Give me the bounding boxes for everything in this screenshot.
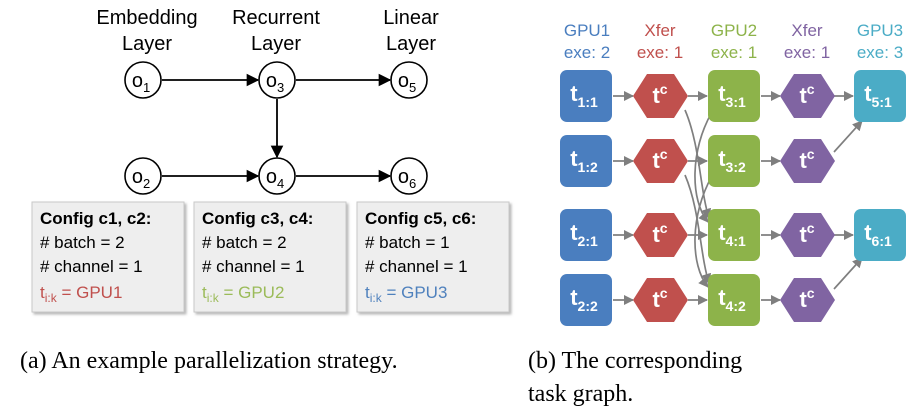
op-label-o4: o4: [266, 166, 284, 191]
config-assignment: ti:k = GPU1: [40, 283, 122, 305]
xfer-label-red-2: tc: [652, 146, 667, 173]
op-node-o2: [124, 157, 162, 195]
op-label-o1: o1: [132, 70, 150, 95]
task-label-t42: t4:2: [718, 285, 746, 314]
op-label-o5: o5: [398, 70, 416, 95]
xfer-node-red-1: [633, 74, 688, 118]
task-node-t61: [854, 209, 906, 261]
task-label-t12: t1:2: [570, 146, 598, 175]
header-linear-line1: Linear: [383, 7, 439, 29]
config-batch: # batch = 2: [202, 233, 287, 252]
config-title: Config c3, c4:: [202, 209, 313, 228]
task-node-t11: [560, 70, 612, 122]
config-assignment: ti:k = GPU2: [202, 283, 284, 305]
task-label-t51: t5:1: [864, 81, 892, 110]
xfer-label-purple-3: tc: [799, 220, 814, 247]
xfer-node-red-4: [633, 278, 688, 322]
xfer-label-red-1: tc: [652, 81, 667, 108]
config-box-c5-c6: Config c5, c6: # batch = 1 # channel = 1…: [356, 201, 510, 313]
xfer-node-purple-1: [780, 74, 835, 118]
header-embedding-line2: Layer: [122, 33, 172, 55]
task-node-t41: [708, 209, 760, 261]
task-node-t42: [708, 274, 760, 326]
col-header-xfer2-exe: exe: 1: [784, 43, 830, 62]
op-label-o3: o3: [266, 70, 284, 95]
task-label-t11: t1:1: [570, 81, 598, 110]
xfer-node-purple-2: [780, 139, 835, 183]
col-header-xfer2-name: Xfer: [791, 21, 823, 40]
config-title: Config c1, c2:: [40, 209, 151, 228]
task-graph: GPU1 exe: 2 Xfer exe: 1 GPU2 exe: 1 Xfer…: [560, 21, 906, 326]
col-header-xfer1-exe: exe: 1: [637, 43, 683, 62]
col-header-xfer1-name: Xfer: [644, 21, 676, 40]
edge-xfer12-t41: [684, 109, 712, 219]
header-embedding-line1: Embedding: [96, 7, 197, 29]
xfer-label-purple-4: tc: [799, 285, 814, 312]
xfer-node-purple-4: [780, 278, 835, 322]
caption-b-line2: task graph.: [528, 381, 633, 407]
task-label-t22: t2:2: [570, 285, 598, 314]
operator-graph: Embedding Layer Recurrent Layer Linear L…: [31, 7, 510, 313]
config-title: Config c5, c6:: [365, 209, 476, 228]
col-header-gpu2-exe: exe: 1: [711, 43, 757, 62]
op-node-o6: [390, 157, 428, 195]
task-label-t32: t3:2: [718, 146, 746, 175]
col-header-gpu3-name: GPU3: [857, 21, 903, 40]
edge-xfer-t51-diag: [833, 120, 863, 153]
config-channel: # channel = 1: [365, 257, 468, 276]
xfer-label-purple-1: tc: [799, 81, 814, 108]
task-label-t61: t6:1: [864, 220, 892, 249]
config-assignment: ti:k = GPU3: [365, 283, 447, 305]
header-recurrent-line1: Recurrent: [232, 7, 320, 29]
task-label-t21: t2:1: [570, 220, 598, 249]
op-node-o5: [390, 61, 428, 99]
xfer-label-red-4: tc: [652, 285, 667, 312]
col-header-gpu3-exe: exe: 3: [857, 43, 903, 62]
task-node-t21: [560, 209, 612, 261]
op-label-o2: o2: [132, 166, 150, 191]
caption-a: (a) An example parallelization strategy.: [20, 348, 398, 374]
op-node-o4: [258, 157, 296, 195]
header-linear-line2: Layer: [386, 33, 436, 55]
task-node-t51: [854, 70, 906, 122]
op-node-o3: [258, 61, 296, 99]
task-node-t31: [708, 70, 760, 122]
task-node-t12: [560, 135, 612, 187]
config-box-c1-c2: Config c1, c2: # batch = 2 # channel = 1…: [31, 201, 185, 313]
task-label-t41: t4:1: [718, 220, 746, 249]
op-label-o6: o6: [398, 166, 416, 191]
col-header-gpu1-exe: exe: 2: [564, 43, 610, 62]
xfer-label-purple-2: tc: [799, 146, 814, 173]
config-channel: # channel = 1: [40, 257, 143, 276]
col-header-gpu2-name: GPU2: [711, 21, 757, 40]
xfer-node-red-3: [633, 213, 688, 257]
op-node-o1: [124, 61, 162, 99]
config-batch: # batch = 2: [40, 233, 125, 252]
col-header-gpu1-name: GPU1: [564, 21, 610, 40]
xfer-node-purple-3: [780, 213, 835, 257]
config-channel: # channel = 1: [202, 257, 305, 276]
edge-xfer22-t42: [684, 174, 712, 284]
xfer-node-red-2: [633, 139, 688, 183]
config-box-c3-c4: Config c3, c4: # batch = 2 # channel = 1…: [193, 201, 347, 313]
task-node-t32: [708, 135, 760, 187]
edge-xfer-t61-diag: [833, 257, 863, 290]
header-recurrent-line2: Layer: [251, 33, 301, 55]
caption-b-line1: (b) The corresponding: [528, 348, 742, 374]
xfer-label-red-3: tc: [652, 220, 667, 247]
config-batch: # batch = 1: [365, 233, 450, 252]
task-label-t31: t3:1: [718, 81, 746, 110]
task-node-t22: [560, 274, 612, 326]
